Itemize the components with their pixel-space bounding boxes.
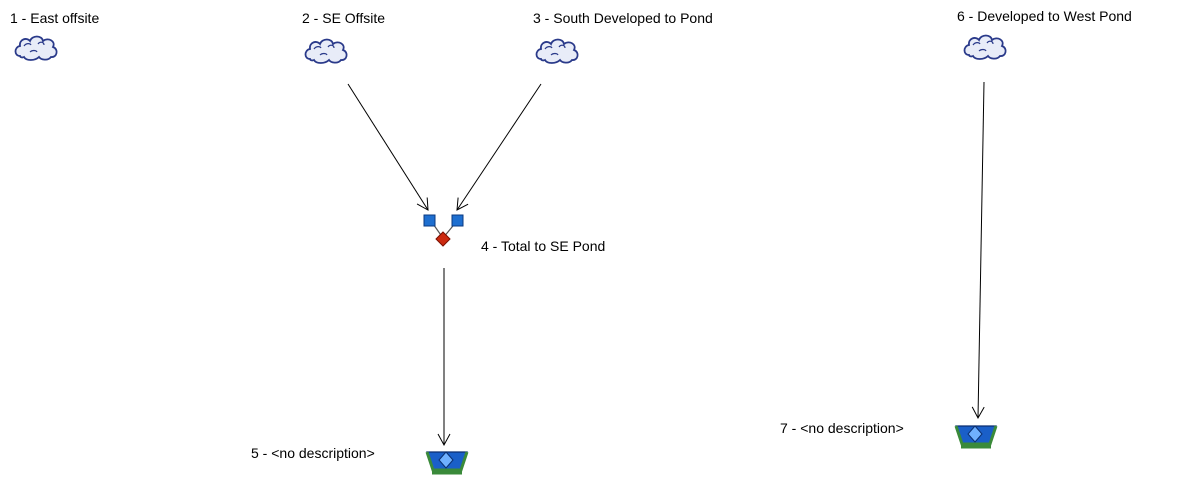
link-6-to-7[interactable] — [971, 81, 985, 420]
cloud-icon[interactable] — [302, 35, 350, 65]
cloud-icon[interactable] — [12, 32, 60, 62]
pond-icon[interactable] — [424, 446, 470, 480]
node-5-label: 5 - <no description> — [251, 445, 375, 461]
link-3-to-4[interactable] — [456, 83, 542, 211]
node-3-label: 3 - South Developed to Pond — [533, 10, 713, 26]
cloud-icon[interactable] — [961, 31, 1009, 61]
node-7-label: 7 - <no description> — [780, 420, 904, 436]
link-2-to-4[interactable] — [347, 83, 429, 211]
node-1-label: 1 - East offsite — [10, 10, 100, 26]
node-2-label: 2 - SE Offsite — [302, 10, 385, 26]
node-4-label: 4 - Total to SE Pond — [481, 238, 606, 254]
junction-icon[interactable] — [420, 212, 468, 250]
node-6-label: 6 - Developed to West Pond — [957, 8, 1132, 24]
pond-icon[interactable] — [953, 420, 999, 454]
cloud-icon[interactable] — [533, 35, 581, 65]
